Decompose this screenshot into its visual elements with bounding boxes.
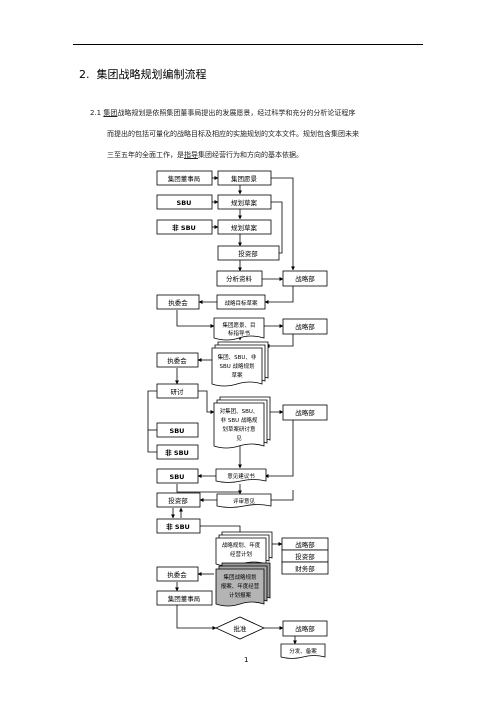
header-rule — [73, 44, 423, 45]
label-finance-dept: 财务部 — [295, 564, 315, 573]
node-exec-committee-2: 执委会 — [156, 352, 199, 368]
label-group-board-bottom: 集团董事局 — [168, 594, 201, 603]
node-plan-draft-2: 规划草案 — [217, 219, 272, 235]
doc-review-opinion: 评审意见 — [216, 493, 272, 508]
label-strategy-dept-5: 战略部 — [295, 624, 315, 633]
node-strategy-dept-1: 战略部 — [282, 270, 328, 287]
label-distribute-file: 分发、备案 — [289, 647, 317, 655]
label-non-sbu-low: 非 SBU — [166, 522, 190, 531]
page-number: 1 — [244, 656, 249, 664]
label-revised-plan-line3: 划草案研讨意 — [222, 425, 256, 433]
section-title: 集团战略规划编制流程 — [96, 68, 207, 81]
node-investment-dept-top: 投资部 — [217, 245, 280, 261]
label-plan-draft-2: 规划草案 — [231, 223, 258, 232]
label-non-sbu-mid: 非 SBU — [165, 448, 189, 457]
node-plan-draft-1: 规划草案 — [217, 194, 272, 210]
label-approval: 批准 — [234, 624, 248, 633]
doc-final-plan: 战略规划、年度 经营计划 — [215, 531, 273, 567]
paragraph-line-1: 2.1 集团战略规划是依照集团董事局提出的发展愿景，经过科学和充分的分析论证程序 — [90, 103, 359, 124]
label-investment-dept-right: 投资部 — [295, 552, 315, 561]
doc-strategic-plan-drafts: 集团、SBU、非 SBU 战略规划 草案 — [211, 341, 269, 387]
label-group-vision: 集团愿景 — [231, 174, 258, 183]
label-exec-committee-2: 执委会 — [167, 356, 187, 365]
node-strategy-dept-4: 战略部 — [281, 537, 329, 551]
label-strategic-plan-line3: 草案 — [231, 371, 243, 379]
paragraph-line-2: 而提出的包括可量化的战略目标及相应的实施规划的文本文件。规划包含集团未来 — [107, 130, 359, 138]
node-group-vision: 集团愿景 — [217, 170, 272, 186]
node-non-sbu-low: 非 SBU — [156, 518, 201, 534]
node-sbu-low: SBU — [156, 468, 199, 484]
underlined-term-guide: 指导 — [184, 151, 198, 159]
label-plan-draft-1: 规划草案 — [231, 198, 258, 207]
label-strategy-dept-3: 战略部 — [295, 408, 315, 417]
doc-approved-plan: 集团战略规划 报案、年度经营 计划报案 — [215, 562, 271, 607]
label-strategic-plan-line2: SBU 战略规划 — [219, 362, 254, 370]
paragraph-line-1-text: 战略规划是依照集团董事局提出的发展愿景，经过科学和充分的分析论证程序 — [117, 109, 356, 117]
paragraph-line-3: 三至五年的全面工作，是指导集团经营行为和方向的基本依据。 — [90, 145, 359, 166]
label-analysis-data: 分析资料 — [226, 274, 253, 283]
node-non-sbu-top: 非 SBU — [156, 219, 213, 235]
paragraph-line-3-post: 集团经营行为和方向的基本依据。 — [198, 151, 303, 159]
doc-distribute-file: 分发、备案 — [280, 643, 326, 659]
label-strategy-dept-4: 战略部 — [295, 540, 315, 549]
section-number: 2. — [79, 68, 90, 81]
label-revised-plan-line4: 见 — [236, 435, 242, 442]
label-approved-plan-line3: 计划报案 — [229, 591, 252, 599]
label-proposal: 意见建议书 — [227, 472, 255, 480]
label-vision-targets-line2: 标指导书 — [228, 329, 251, 337]
node-finance-dept: 财务部 — [281, 561, 329, 575]
section-heading: 2. 集团战略规划编制流程 — [79, 66, 207, 82]
node-discussion: 研讨 — [156, 383, 199, 399]
decision-approval: 批准 — [215, 616, 265, 640]
doc-revised-plan-opinions: 对集团、SBU、 非 SBU 战略规 划草案研讨意 见 — [213, 396, 271, 449]
label-approved-plan-line2: 报案、年度经营 — [221, 582, 260, 590]
label-group-board-top: 集团董事局 — [168, 174, 201, 183]
node-group-board-top: 集团董事局 — [156, 170, 213, 186]
label-exec-committee-1: 执委会 — [168, 298, 188, 307]
label-discussion: 研讨 — [171, 387, 185, 396]
label-exec-committee-3: 执委会 — [167, 570, 187, 579]
doc-vision-targets: 集团愿景、目 标指导书 — [213, 317, 265, 341]
label-revised-plan-line2: 非 SBU 战略规 — [221, 416, 258, 424]
underlined-term-group: 集团 — [103, 109, 118, 117]
node-strategy-dept-3: 战略部 — [282, 404, 328, 421]
label-revised-plan-line1: 对集团、SBU、 — [220, 407, 259, 415]
label-sbu-top: SBU — [177, 199, 192, 207]
label-final-plan-line2: 经营计划 — [230, 550, 252, 558]
node-exec-committee-3: 执委会 — [156, 566, 199, 582]
node-investment-dept-low: 投资部 — [156, 492, 201, 508]
doc-proposal: 意见建议书 — [215, 468, 267, 483]
label-investment-dept-top: 投资部 — [238, 249, 258, 258]
label-strategic-target-draft: 战略目标草案 — [224, 299, 258, 307]
node-non-sbu-mid: 非 SBU — [156, 444, 199, 460]
label-sbu-mid: SBU — [170, 427, 185, 435]
label-investment-dept-low: 投资部 — [168, 496, 188, 505]
paragraph-number: 2.1 — [90, 109, 102, 117]
node-sbu-top: SBU — [156, 194, 213, 210]
node-investment-dept-right: 投资部 — [281, 549, 329, 563]
label-non-sbu-top: 非 SBU — [172, 223, 196, 232]
intro-paragraph: 2.1 集团战略规划是依照集团董事局提出的发展愿景，经过科学和充分的分析论证程序… — [90, 103, 359, 166]
node-group-board-bottom: 集团董事局 — [156, 590, 213, 606]
label-sbu-low: SBU — [170, 473, 185, 481]
label-strategy-dept-2: 战略部 — [295, 322, 315, 331]
node-strategy-dept-2: 战略部 — [282, 318, 328, 335]
node-strategy-dept-5: 战略部 — [282, 620, 328, 637]
node-sbu-mid: SBU — [156, 422, 199, 438]
label-review-opinion: 评审意见 — [233, 497, 256, 505]
label-strategy-dept-1: 战略部 — [295, 274, 315, 283]
node-exec-committee-1: 执委会 — [156, 294, 200, 310]
label-final-plan-line1: 战略规划、年度 — [222, 541, 261, 549]
label-approved-plan-line1: 集团战略规划 — [223, 573, 256, 581]
node-strategic-target-draft: 战略目标草案 — [216, 294, 266, 310]
label-vision-targets-line1: 集团愿景、目 — [222, 321, 255, 329]
node-analysis-data: 分析资料 — [216, 270, 263, 287]
paragraph-line-3-pre: 三至五年的全面工作，是 — [107, 151, 184, 159]
label-strategic-plan-line1: 集团、SBU、非 — [218, 353, 257, 361]
